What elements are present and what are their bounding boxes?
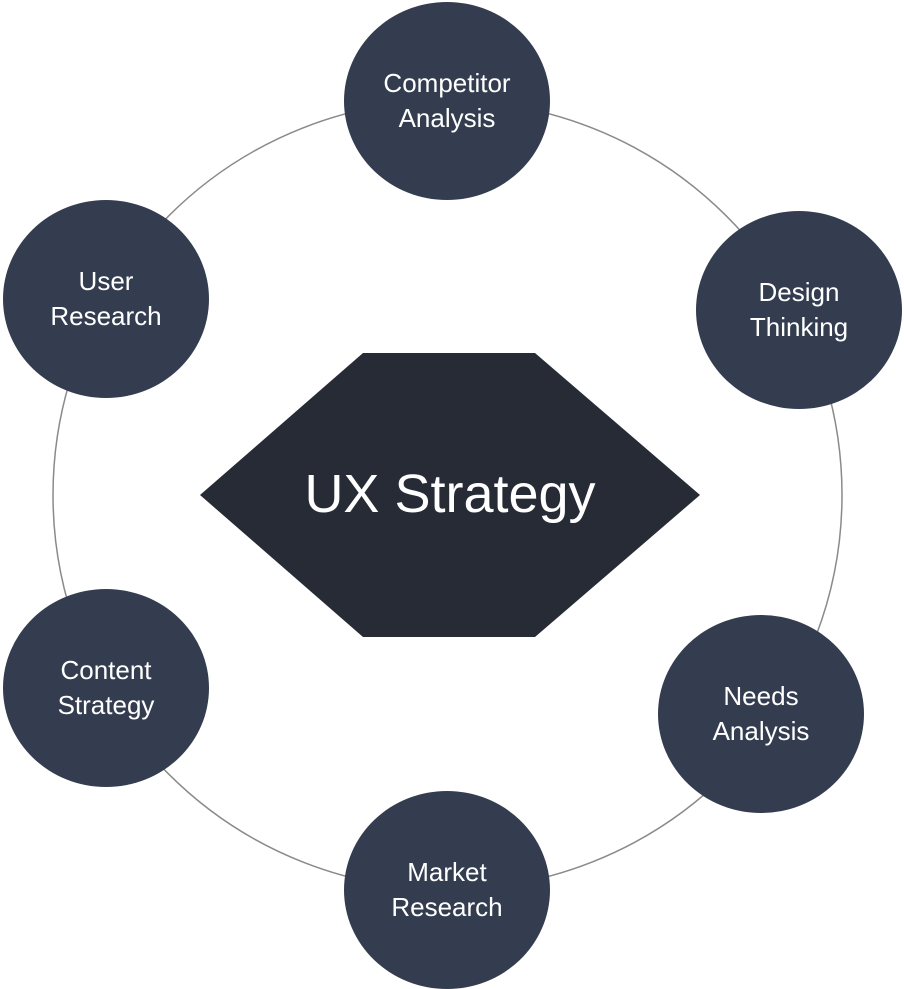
node-label: Content Strategy <box>57 655 155 720</box>
node-user-research: User Research <box>3 200 209 398</box>
node-content-strategy: Content Strategy <box>3 589 209 787</box>
node-market-research: Market Research <box>344 791 550 989</box>
node-label: Market Research <box>391 857 503 922</box>
node-label: Competitor Analysis <box>383 68 511 133</box>
node-design-thinking: Design Thinking <box>696 211 902 409</box>
node-label: User Research <box>50 266 162 331</box>
node-label: Needs Analysis <box>712 681 810 746</box>
node-label: Design Thinking <box>749 277 849 342</box>
node-competitor-analysis: Competitor Analysis <box>344 2 550 200</box>
center-title: UX Strategy <box>304 464 596 524</box>
node-needs-analysis: Needs Analysis <box>658 615 864 813</box>
